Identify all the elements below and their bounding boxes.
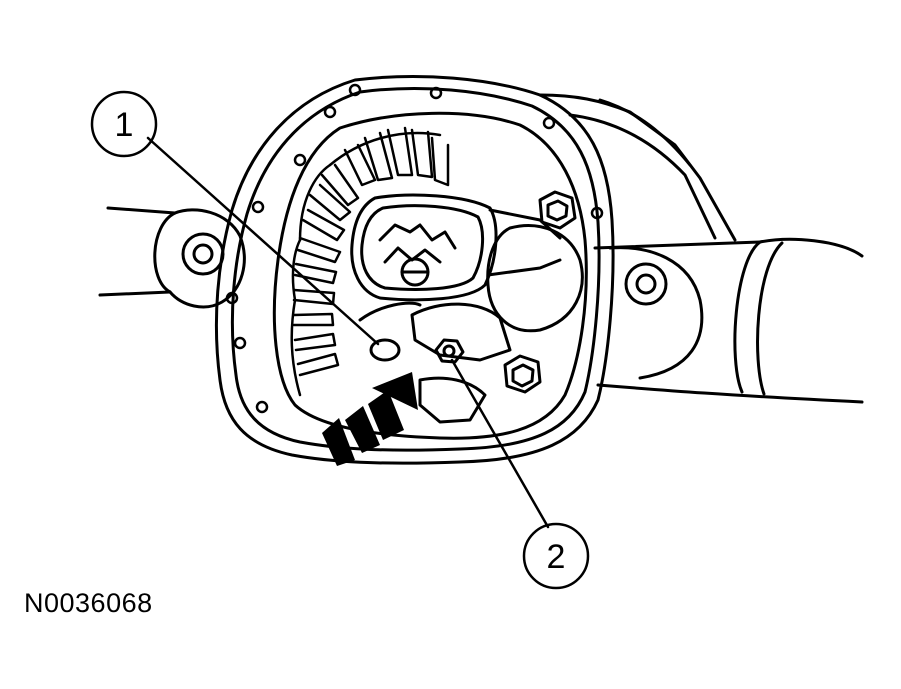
pinion-area <box>358 301 512 424</box>
direction-arrow <box>322 372 418 466</box>
flange-bolt-holes <box>225 83 604 414</box>
callout-1-number: 1 <box>115 106 134 144</box>
housing-flange <box>214 75 615 465</box>
leader-line-1 <box>146 136 380 346</box>
ring-gear <box>290 126 450 397</box>
leader-line-2 <box>450 358 550 529</box>
callout-2-number: 2 <box>547 538 566 576</box>
carrier-opening <box>272 111 588 440</box>
figure-id: N0036068 <box>24 588 153 618</box>
right-axle-tube <box>593 237 864 404</box>
fill-hole <box>369 338 401 362</box>
differential-case <box>350 193 562 302</box>
callout-1-circle <box>90 90 158 158</box>
bearing-cap <box>486 190 584 394</box>
lock-pin-bolt <box>434 338 465 364</box>
callout-2-circle <box>522 522 590 590</box>
carrier-housing <box>538 93 737 242</box>
